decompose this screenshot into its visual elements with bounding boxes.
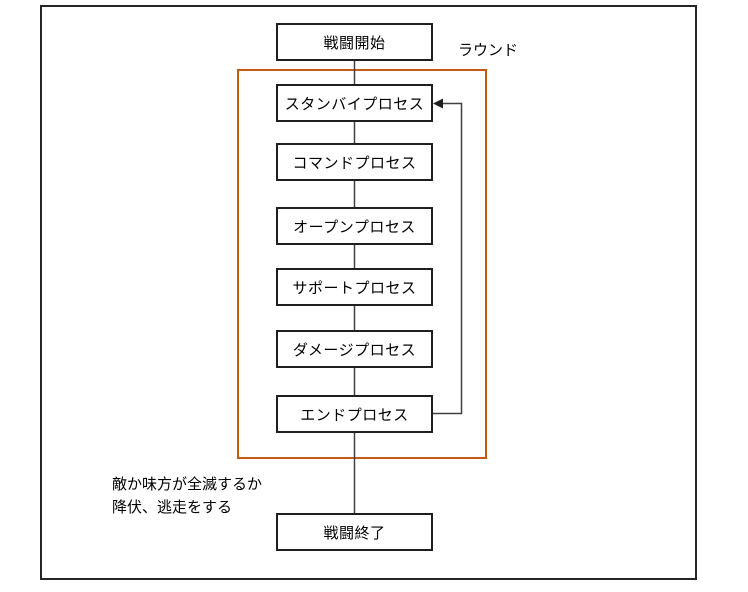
node-end-process: エンドプロセス: [276, 395, 433, 433]
node-support-process: サポートプロセス: [276, 268, 433, 306]
round-group-frame: [237, 69, 487, 459]
node-battle-end: 戦闘終了: [276, 513, 433, 551]
round-label: ラウンド: [458, 42, 519, 59]
node-damage-process: ダメージプロセス: [276, 330, 433, 368]
node-command-process: コマンドプロセス: [276, 143, 433, 181]
node-label: 戦闘開始: [323, 34, 386, 52]
node-label: スタンバイプロセス: [284, 95, 425, 113]
exit-condition-line1: 敵か味方が全滅するか: [112, 476, 263, 493]
node-label: エンドプロセス: [300, 406, 409, 424]
exit-condition-line2: 降伏、逃走をする: [112, 499, 233, 516]
loop-back-line: [433, 102, 463, 415]
node-standby-process: スタンバイプロセス: [276, 84, 433, 122]
node-label: ダメージプロセス: [292, 341, 417, 359]
loop-arrowhead: [433, 98, 443, 109]
node-label: オープンプロセス: [293, 218, 416, 236]
node-open-process: オープンプロセス: [276, 207, 433, 245]
node-label: コマンドプロセス: [292, 154, 417, 172]
node-battle-start: 戦闘開始: [276, 23, 433, 61]
node-label: サポートプロセス: [292, 279, 417, 297]
exit-condition-annotation: 敵か味方が全滅するか 降伏、逃走をする: [112, 473, 262, 519]
node-label: 戦闘終了: [323, 524, 386, 542]
